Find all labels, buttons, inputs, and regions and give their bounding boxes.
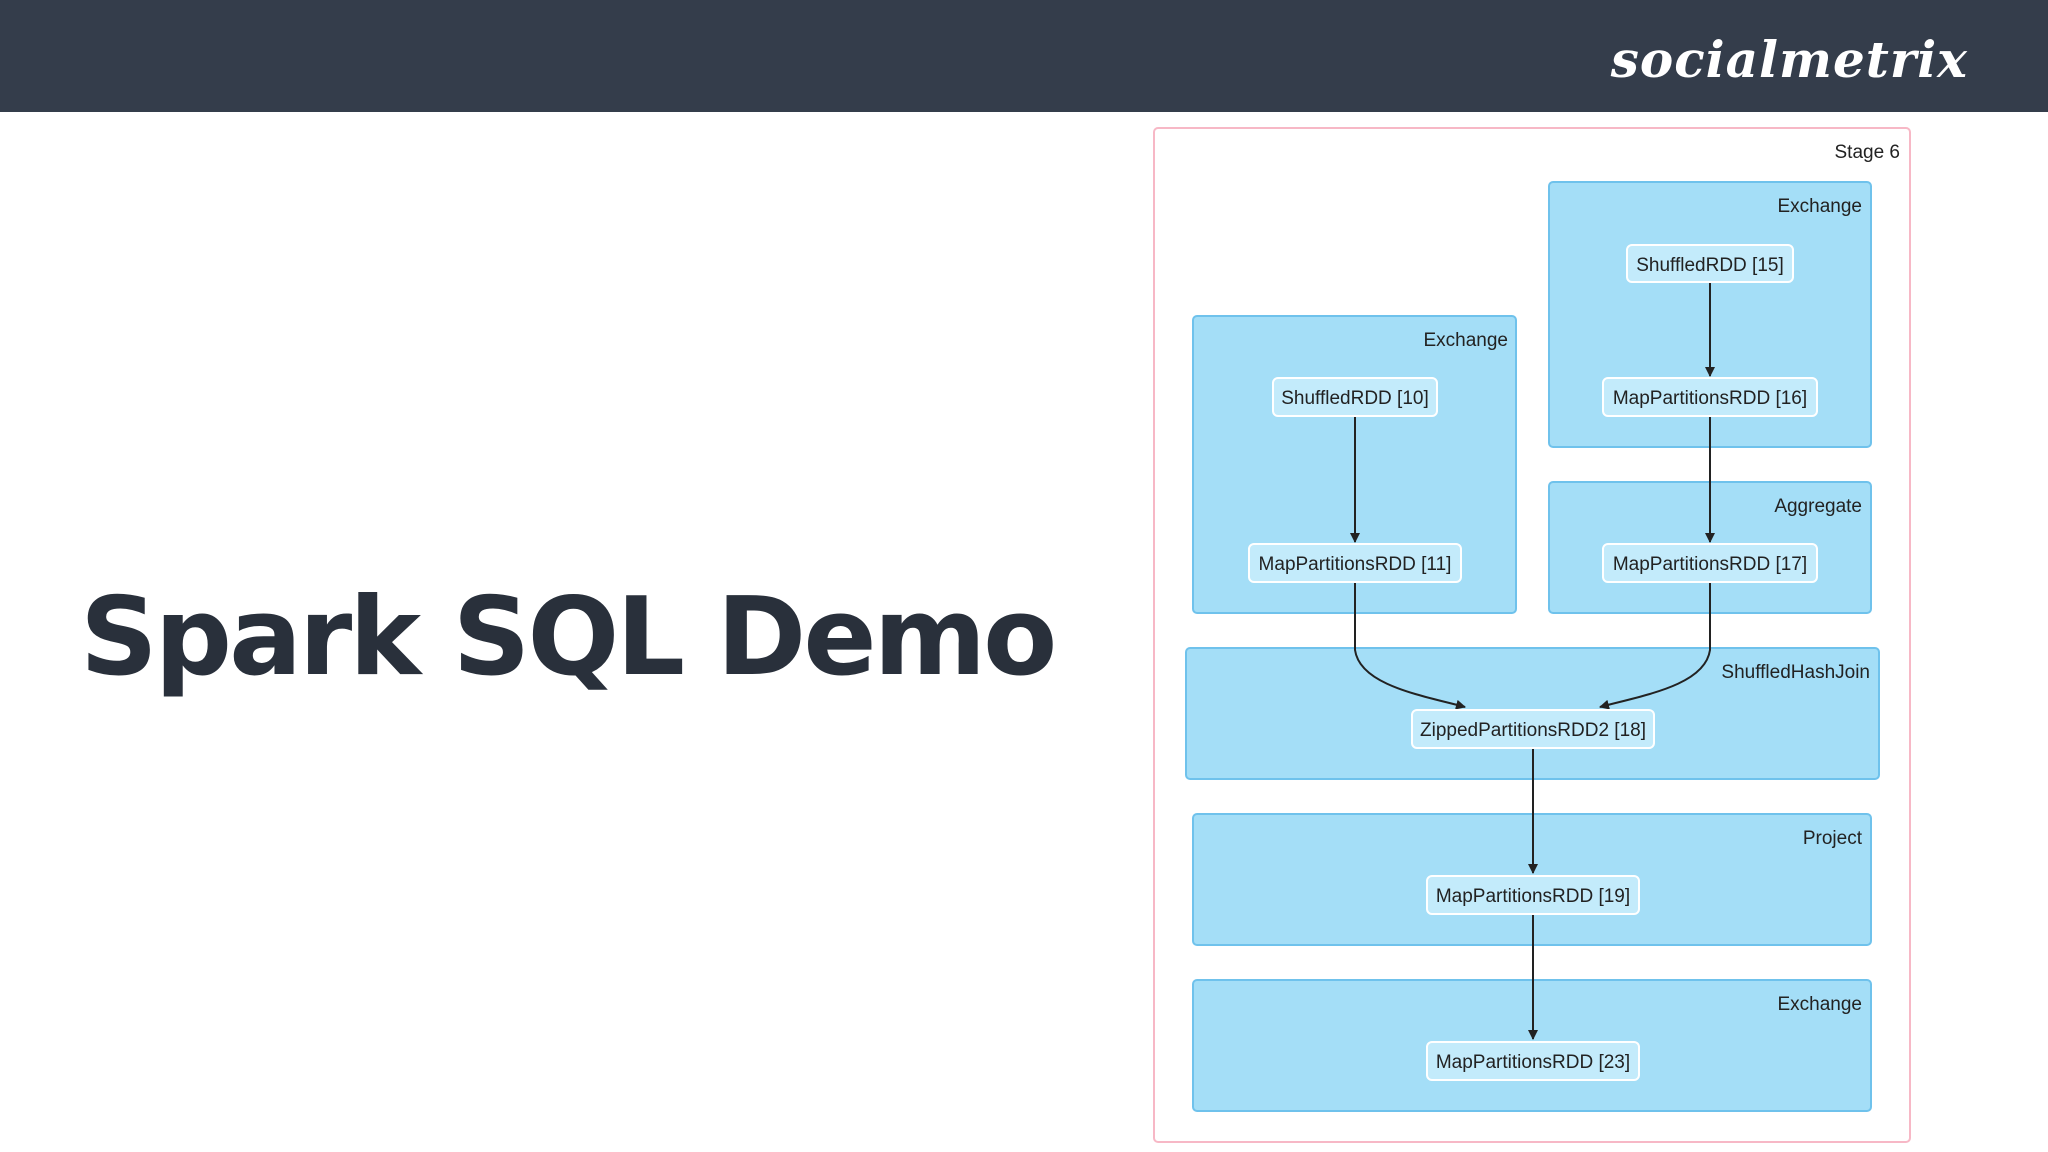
edge-17-18 [1599, 582, 1711, 710]
cluster-label-exchange-bottom: Exchange [1777, 994, 1862, 1015]
node-label-rdd23: MapPartitionsRDD [23] [1436, 1052, 1630, 1073]
node-box-rdd17 [1602, 543, 1818, 583]
node-box-rdd16 [1602, 377, 1818, 417]
stage-label: Stage 6 [1835, 142, 1901, 163]
node-box-rdd19 [1426, 875, 1640, 915]
cluster-label-aggregate: Aggregate [1774, 496, 1862, 517]
node-label-rdd17: MapPartitionsRDD [17] [1613, 554, 1807, 575]
cluster-label-exchange-top-right: Exchange [1777, 196, 1862, 217]
node-box-rdd23 [1426, 1041, 1640, 1081]
edge-11-18 [1354, 582, 1466, 710]
header-bar: socialmetrix [0, 0, 2048, 112]
node-label-rdd10: ShuffledRDD [10] [1281, 388, 1429, 409]
brand-logo: socialmetrix [1610, 30, 1968, 89]
node-box-rdd15 [1626, 244, 1794, 283]
cluster-label-project: Project [1803, 828, 1863, 849]
node-box-rdd10 [1272, 377, 1438, 417]
node-box-rdd11 [1248, 543, 1462, 583]
node-label-rdd16: MapPartitionsRDD [16] [1613, 388, 1807, 409]
node-box-rdd18 [1411, 709, 1655, 749]
slide-title: Spark SQL Demo [80, 575, 1057, 700]
node-label-rdd19: MapPartitionsRDD [19] [1436, 886, 1630, 907]
node-label-rdd15: ShuffledRDD [15] [1636, 255, 1784, 276]
cluster-label-shuffled-hash-join: ShuffledHashJoin [1721, 662, 1870, 683]
node-label-rdd11: MapPartitionsRDD [11] [1259, 554, 1452, 575]
node-label-rdd18: ZippedPartitionsRDD2 [18] [1420, 720, 1646, 741]
cluster-label-exchange-left: Exchange [1423, 330, 1508, 351]
